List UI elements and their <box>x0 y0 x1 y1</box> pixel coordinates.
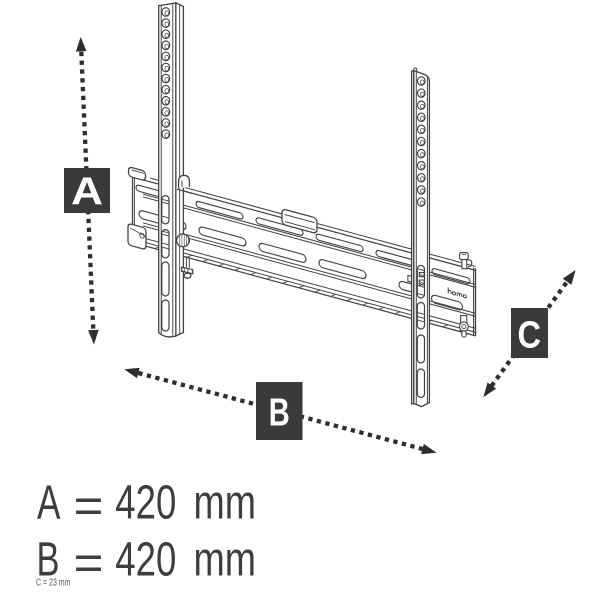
svg-text:=: = <box>74 480 104 533</box>
svg-text:mm: mm <box>194 477 257 530</box>
svg-text:mm: mm <box>194 534 257 587</box>
svg-text:=: = <box>74 537 104 590</box>
svg-text:B: B <box>269 391 290 434</box>
svg-text:C = 23 mm: C = 23 mm <box>36 578 71 589</box>
svg-text:420: 420 <box>115 477 176 530</box>
svg-text:C: C <box>518 314 542 356</box>
svg-text:420: 420 <box>115 534 176 587</box>
svg-text:A: A <box>71 171 103 214</box>
svg-text:A: A <box>37 477 61 530</box>
svg-text:B: B <box>37 534 60 587</box>
